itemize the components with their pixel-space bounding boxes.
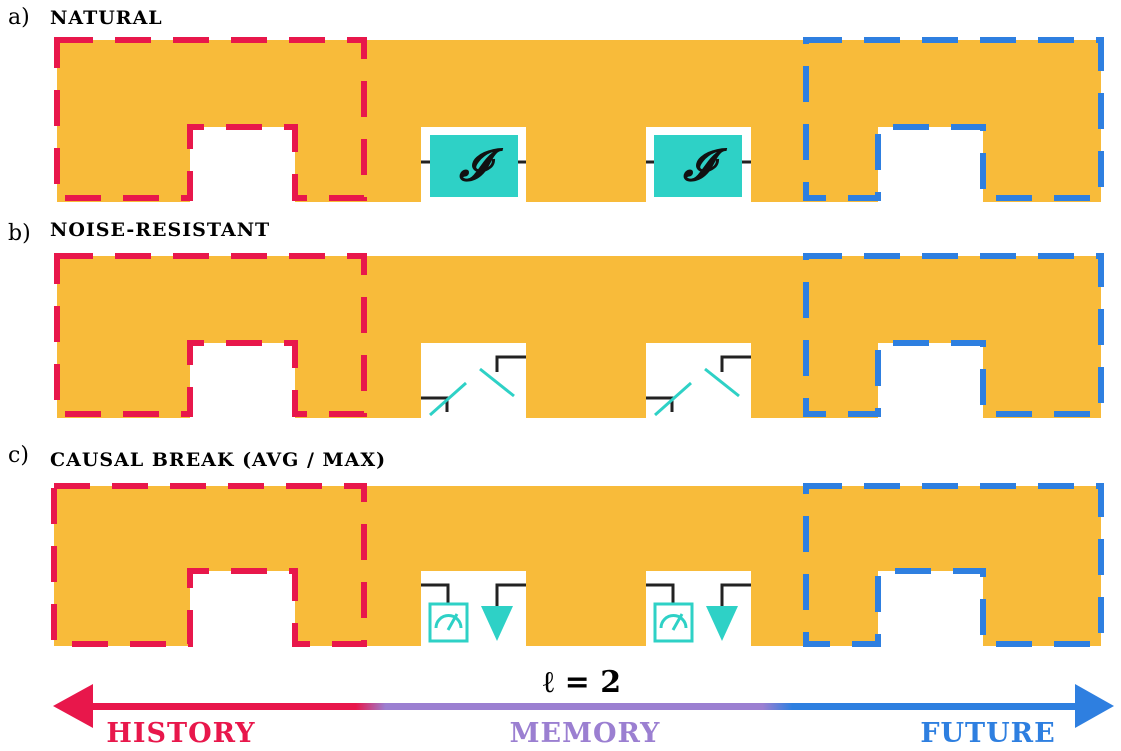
comb-shape [57,40,1101,202]
identity-gate [430,135,518,197]
mirror-icon [429,381,467,417]
panel-c-label: c) [8,443,29,468]
right-arrowhead-icon [1075,684,1114,728]
future-boundary [803,483,1104,647]
wire [720,355,751,372]
identity-gate [654,135,742,197]
panel-c: c) CAUSAL BREAK (AVG / MAX) [8,443,1104,647]
swap-operation [421,355,526,417]
panel-c-title: CAUSAL BREAK (AVG / MAX) [50,449,386,471]
history-boundary [54,37,367,201]
panel-a-label: a) [8,5,30,30]
mirror-icon [704,367,740,398]
measure-prepare-operation [421,583,526,643]
swap-operation [646,355,751,417]
measure-prepare-operation [646,583,751,643]
panel-b-label: b) [8,221,31,246]
mirror-icon [479,367,515,398]
future-label: FUTURE [920,718,1055,749]
timeline-axis: ℓ = 2 HISTORY MEMORY FUTURE [53,665,1114,749]
history-label: HISTORY [106,718,255,749]
comb-shape [57,256,1101,418]
wire [421,583,450,603]
meter-icon [428,602,469,643]
wire [720,583,751,606]
prepare-triangle-icon [706,606,738,641]
future-boundary [803,253,1104,417]
panel-b-title: NOISE-RESISTANT [50,219,270,241]
panel-a-title: NATURAL [50,7,163,29]
wire [495,355,526,372]
wire [495,583,526,606]
ell-label: ℓ = 2 [543,665,621,700]
history-boundary [51,483,367,647]
future-boundary [803,37,1104,201]
left-arrowhead-icon [53,684,93,728]
panel-a: a) NATURAL 𝓘 𝓘 [8,5,1104,202]
comb-shape [54,486,1101,646]
axis-line [88,703,1080,710]
meter-icon [653,602,694,643]
wire [646,583,675,603]
panel-b: b) NOISE-RESISTANT [8,219,1104,418]
prepare-triangle-icon [481,606,513,641]
mirror-icon [654,381,692,417]
history-boundary [54,253,367,417]
memory-label: MEMORY [510,718,661,749]
